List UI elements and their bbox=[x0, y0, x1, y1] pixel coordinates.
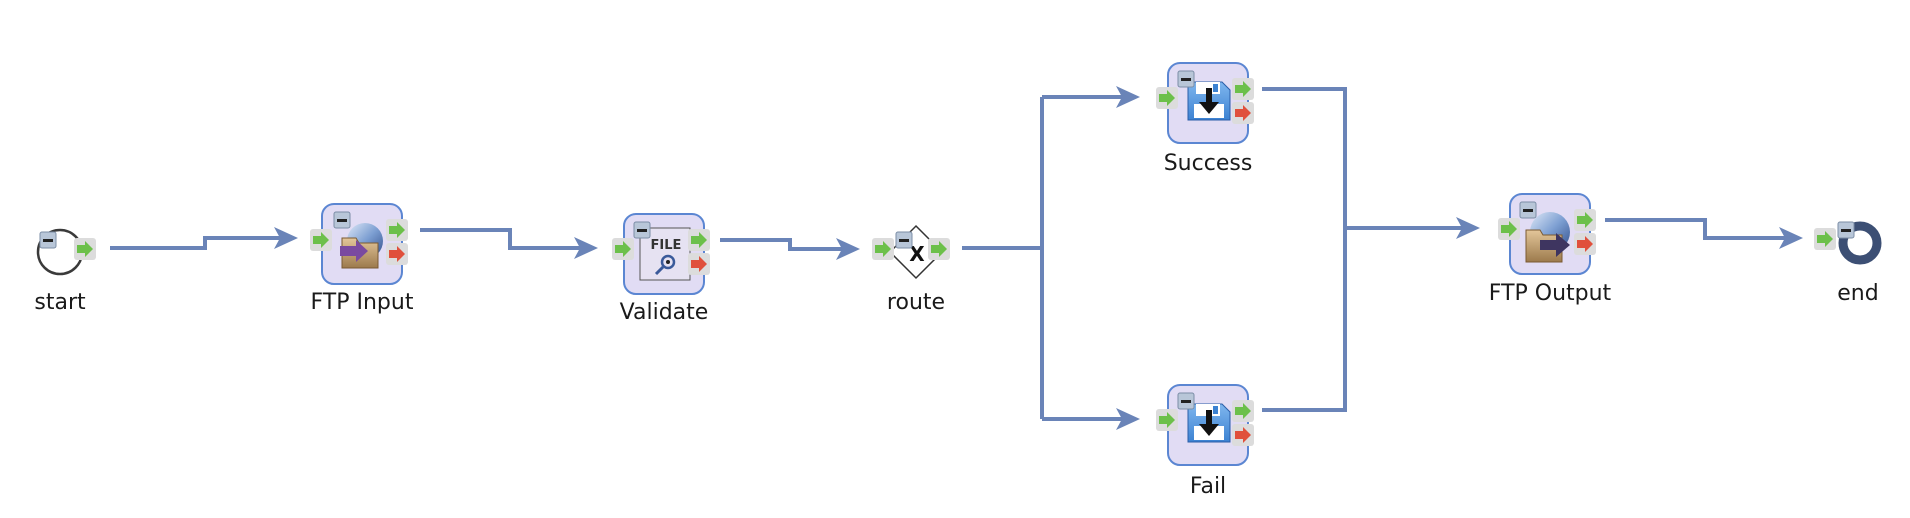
node-fail[interactable]: Fail bbox=[1156, 384, 1254, 499]
error-port-icon[interactable] bbox=[1574, 233, 1596, 255]
error-port-icon[interactable] bbox=[1232, 424, 1254, 446]
input-port-icon[interactable] bbox=[1814, 228, 1836, 250]
edge-route-to-fail[interactable] bbox=[1042, 408, 1140, 430]
success-port-icon[interactable] bbox=[1232, 78, 1254, 100]
input-port-icon[interactable] bbox=[612, 238, 634, 260]
success-port-icon[interactable] bbox=[74, 238, 96, 260]
collapse-icon[interactable] bbox=[1837, 221, 1855, 239]
svg-text:FILE: FILE bbox=[651, 238, 682, 253]
collapse-icon[interactable] bbox=[633, 221, 651, 239]
node-label: route bbox=[887, 290, 945, 315]
ftp-output-icon bbox=[1525, 212, 1570, 263]
collapse-icon[interactable] bbox=[39, 231, 57, 249]
node-success[interactable]: Success bbox=[1156, 62, 1254, 176]
node-end[interactable]: end bbox=[1814, 221, 1882, 306]
edge-merge-to-ftp-output[interactable] bbox=[1345, 217, 1480, 239]
node-label: FTP Input bbox=[311, 290, 414, 315]
input-port-icon[interactable] bbox=[1156, 409, 1178, 431]
input-port-icon[interactable] bbox=[310, 229, 332, 251]
node-validate[interactable]: FILE Validate bbox=[612, 213, 710, 325]
edge-fail-to-ftp-output[interactable] bbox=[1262, 228, 1347, 412]
edge-validate-to-route[interactable] bbox=[720, 238, 860, 260]
node-route[interactable]: X route bbox=[872, 224, 950, 315]
node-label: Validate bbox=[620, 300, 709, 325]
node-ftp-input[interactable]: FTP Input bbox=[310, 203, 414, 315]
collapse-icon[interactable] bbox=[1177, 392, 1195, 410]
node-label: end bbox=[1837, 281, 1878, 306]
save-disk-icon bbox=[1187, 81, 1231, 121]
node-start[interactable]: start bbox=[34, 228, 96, 315]
edge-ftp-input-to-validate[interactable] bbox=[420, 228, 598, 259]
success-port-icon[interactable] bbox=[928, 238, 950, 260]
edge-ftp-output-to-end[interactable] bbox=[1605, 218, 1803, 249]
collapse-icon[interactable] bbox=[333, 211, 351, 229]
input-port-icon[interactable] bbox=[1498, 218, 1520, 240]
edge-route-trunk[interactable] bbox=[962, 97, 1044, 419]
input-port-icon[interactable] bbox=[872, 238, 894, 260]
error-port-icon[interactable] bbox=[688, 253, 710, 275]
edge-route-to-success[interactable] bbox=[1042, 86, 1140, 108]
collapse-icon[interactable] bbox=[1519, 201, 1537, 219]
error-port-icon[interactable] bbox=[1232, 102, 1254, 124]
error-port-icon[interactable] bbox=[386, 243, 408, 265]
edge-start-to-ftp-input[interactable] bbox=[110, 227, 298, 250]
node-label: Success bbox=[1164, 151, 1253, 176]
success-port-icon[interactable] bbox=[688, 229, 710, 251]
edge-success-to-ftp-output[interactable] bbox=[1262, 87, 1347, 228]
exclusive-gateway-icon: X bbox=[909, 242, 925, 266]
success-port-icon[interactable] bbox=[1574, 209, 1596, 231]
ftp-input-icon bbox=[340, 223, 383, 269]
input-port-icon[interactable] bbox=[1156, 87, 1178, 109]
node-label: start bbox=[34, 290, 86, 315]
collapse-icon[interactable] bbox=[1177, 70, 1195, 88]
node-label: FTP Output bbox=[1489, 281, 1612, 306]
node-label: Fail bbox=[1190, 474, 1226, 499]
node-ftp-output[interactable]: FTP Output bbox=[1489, 193, 1612, 306]
collapse-icon[interactable] bbox=[895, 231, 913, 249]
success-port-icon[interactable] bbox=[1232, 400, 1254, 422]
save-disk-icon bbox=[1187, 403, 1231, 443]
success-port-icon[interactable] bbox=[386, 219, 408, 241]
